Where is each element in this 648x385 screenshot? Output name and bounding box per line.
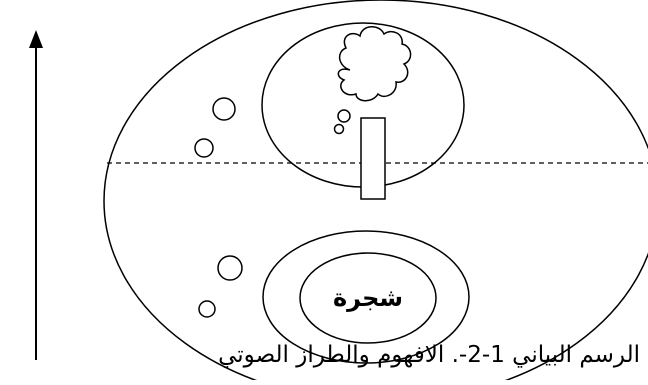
- figure-caption: الرسم البياني 1-2-. الافهوم والطراز الصو…: [218, 342, 640, 368]
- bubble-circle: [199, 301, 215, 317]
- bubble-circle: [213, 98, 235, 120]
- signifier-word: شجرة: [333, 284, 403, 312]
- bubble-circle: [218, 256, 242, 280]
- thought-bubble-icon: [335, 110, 351, 134]
- bubble-circle: [195, 139, 213, 157]
- arrow-up-icon: [29, 30, 43, 360]
